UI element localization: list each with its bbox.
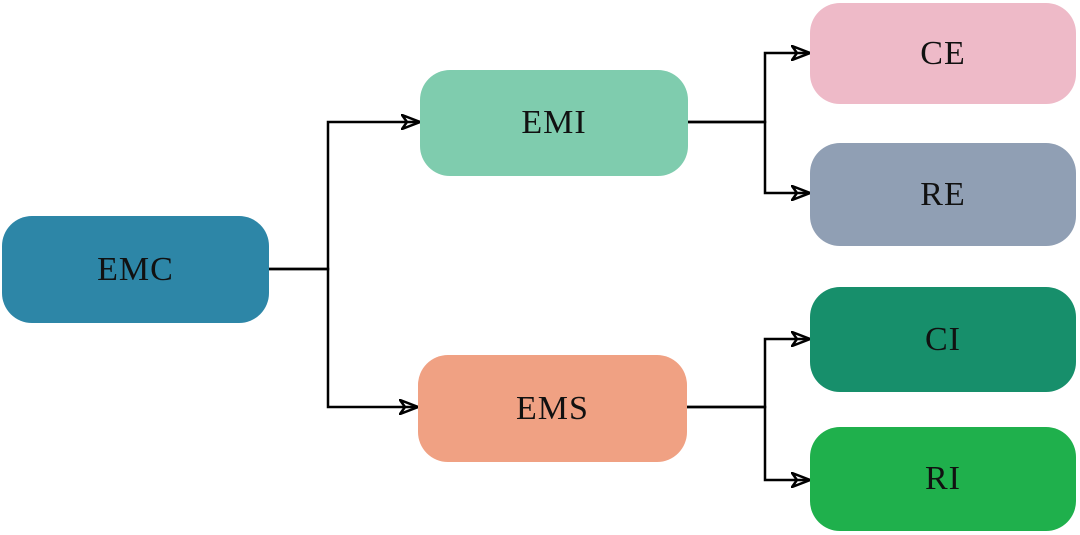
- node-emi-label: EMI: [521, 104, 587, 141]
- node-ce-label: CE: [920, 34, 966, 72]
- edge-ems-ri: [687, 405, 810, 480]
- node-ri: RI: [810, 427, 1076, 531]
- node-ems: EMS: [418, 355, 687, 462]
- node-ems-label: EMS: [516, 389, 589, 427]
- node-re-label: RE: [920, 175, 966, 213]
- node-emc-label: EMC: [97, 250, 174, 288]
- edge-emc-emi: [269, 122, 420, 271]
- edge-emi-ce: [688, 53, 810, 124]
- edge-emc-ems: [269, 267, 418, 407]
- node-ce: CE: [810, 3, 1076, 104]
- node-re: RE: [810, 143, 1076, 246]
- node-emc: EMC: [2, 216, 269, 323]
- edge-emi-re: [688, 120, 810, 193]
- node-ci-label: CI: [925, 320, 961, 358]
- node-ri-label: RI: [925, 460, 961, 497]
- edge-ems-ci: [687, 339, 810, 409]
- node-emi: EMI: [420, 70, 688, 176]
- node-ci: CI: [810, 287, 1076, 392]
